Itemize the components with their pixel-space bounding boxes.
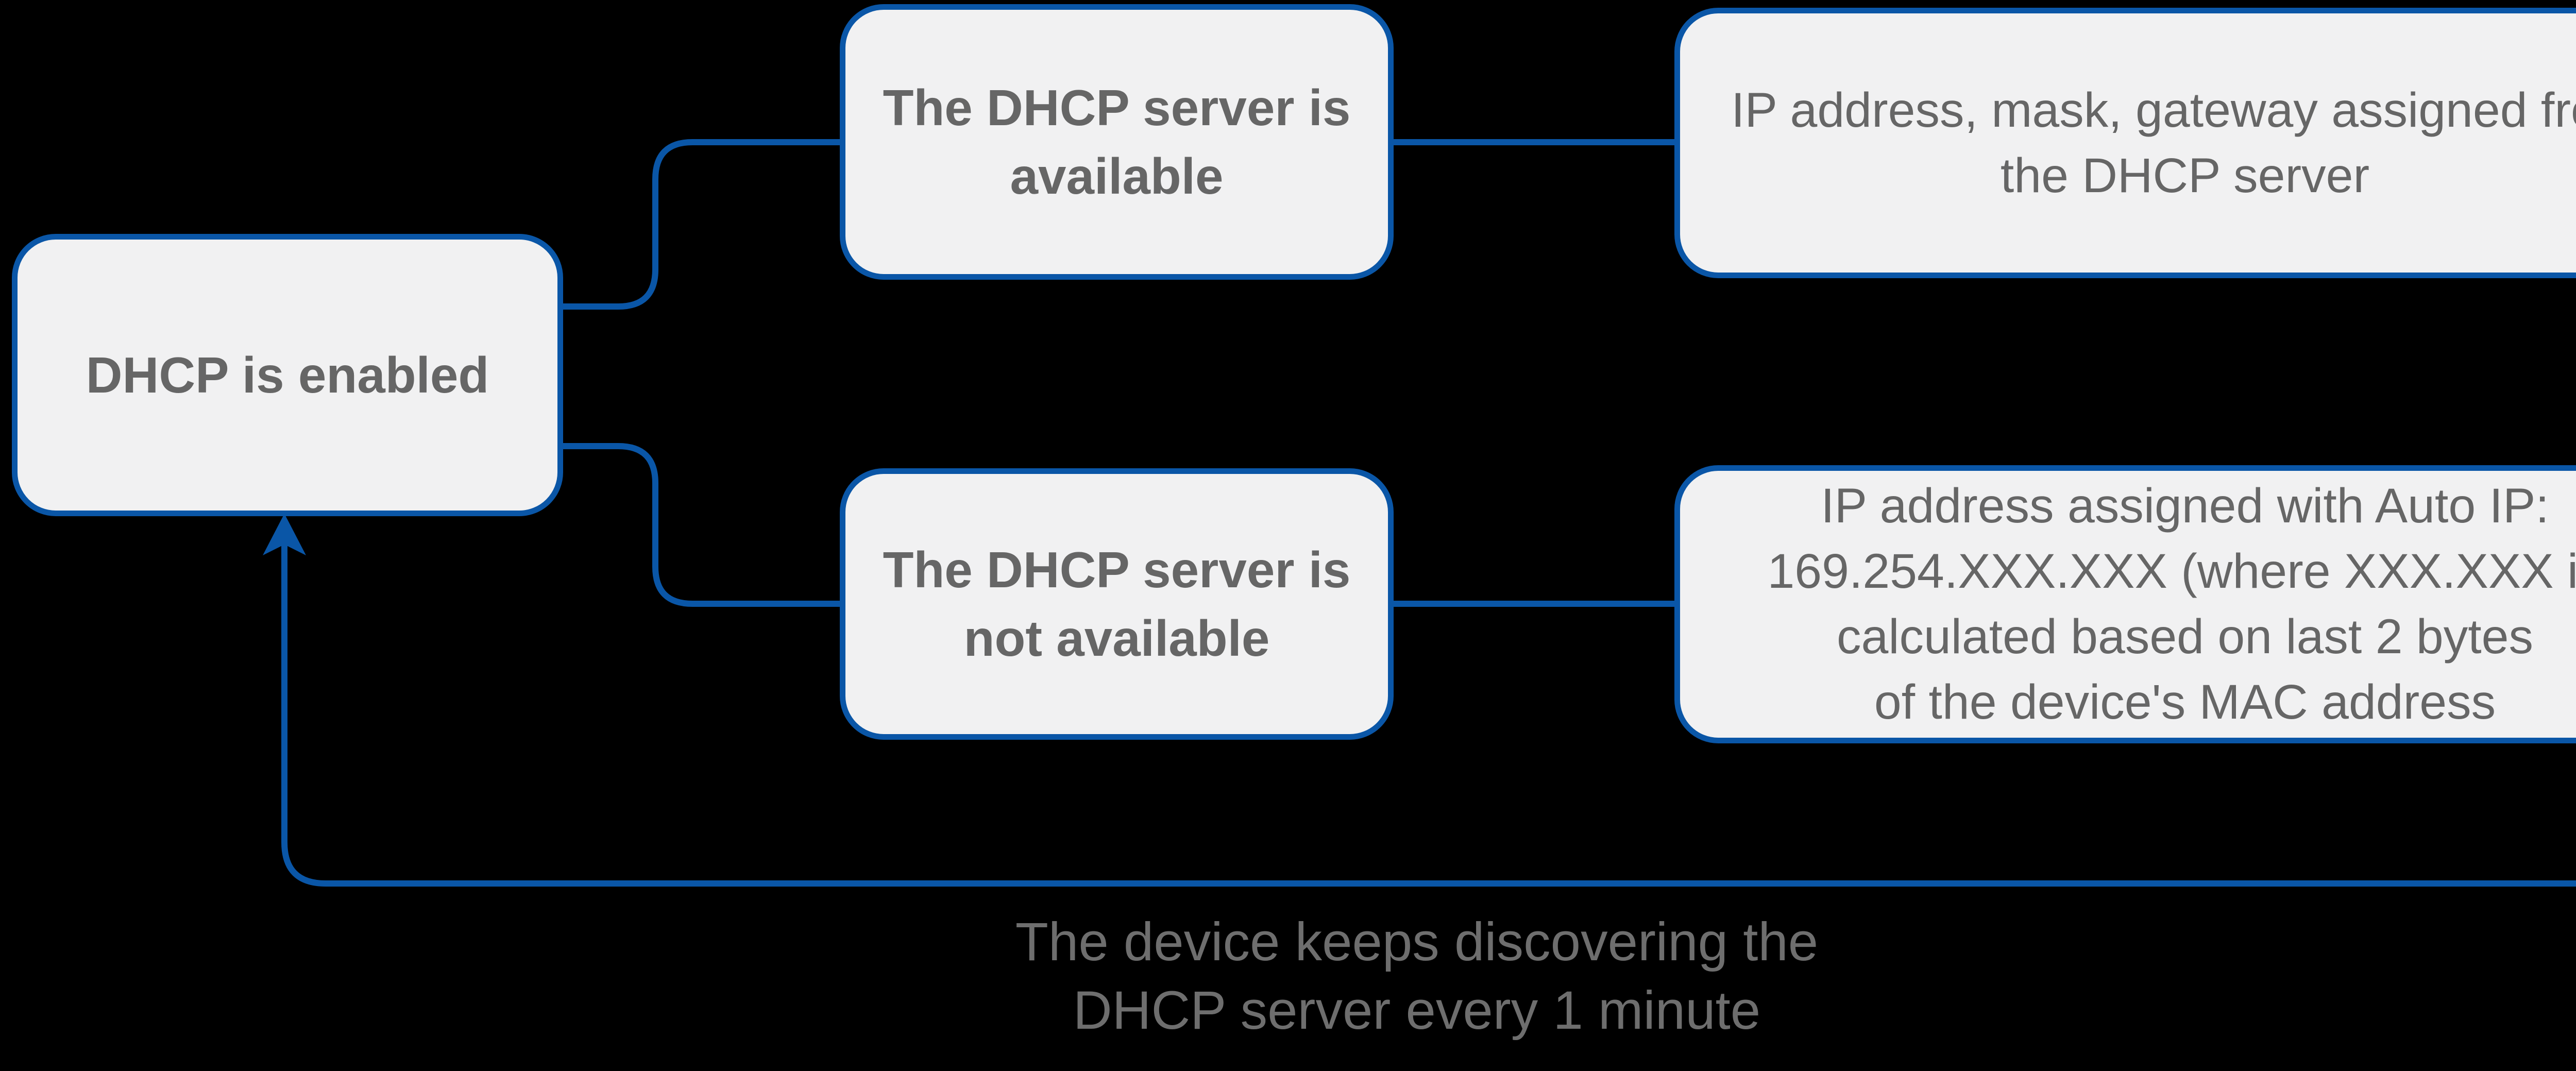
loop-arrowhead-icon: [263, 514, 306, 555]
text-line: IP address, mask, gateway assigned from: [1731, 82, 2576, 138]
text-line: the DHCP server: [2000, 148, 2370, 203]
text-line: of the device's MAC address: [1874, 675, 2496, 729]
text-line: The device keeps discovering the: [1015, 912, 1819, 972]
node-dhcp-server-not-available: The DHCP server is not available: [840, 468, 1394, 740]
connector-loop-back: [281, 542, 2576, 887]
node-dhcp-enabled: DHCP is enabled: [12, 234, 563, 516]
text-line: The DHCP server is: [883, 79, 1351, 136]
text-line: DHCP is enabled: [86, 346, 489, 403]
connector-start-to-available: [562, 139, 841, 310]
text-line: The DHCP server is: [883, 541, 1351, 598]
node-ip-assigned-from-dhcp-server: IP address, mask, gateway assigned from t…: [1674, 8, 2576, 278]
text-line: 169.254.XXX.XXX (where XXX.XXX is: [1767, 544, 2576, 599]
text-line: calculated based on last 2 bytes: [1837, 609, 2533, 664]
node-ip-assigned-auto-ip: IP address assigned with Auto IP: 169.254…: [1674, 465, 2576, 743]
text-line: DHCP server every 1 minute: [1073, 980, 1761, 1041]
connector-start-to-not-available: [562, 443, 841, 607]
node-dhcp-server-available: The DHCP server is available: [840, 4, 1394, 280]
text-line: not available: [963, 609, 1270, 667]
text-line: available: [1010, 147, 1224, 205]
text-line: IP address assigned with Auto IP:: [1821, 479, 2549, 533]
